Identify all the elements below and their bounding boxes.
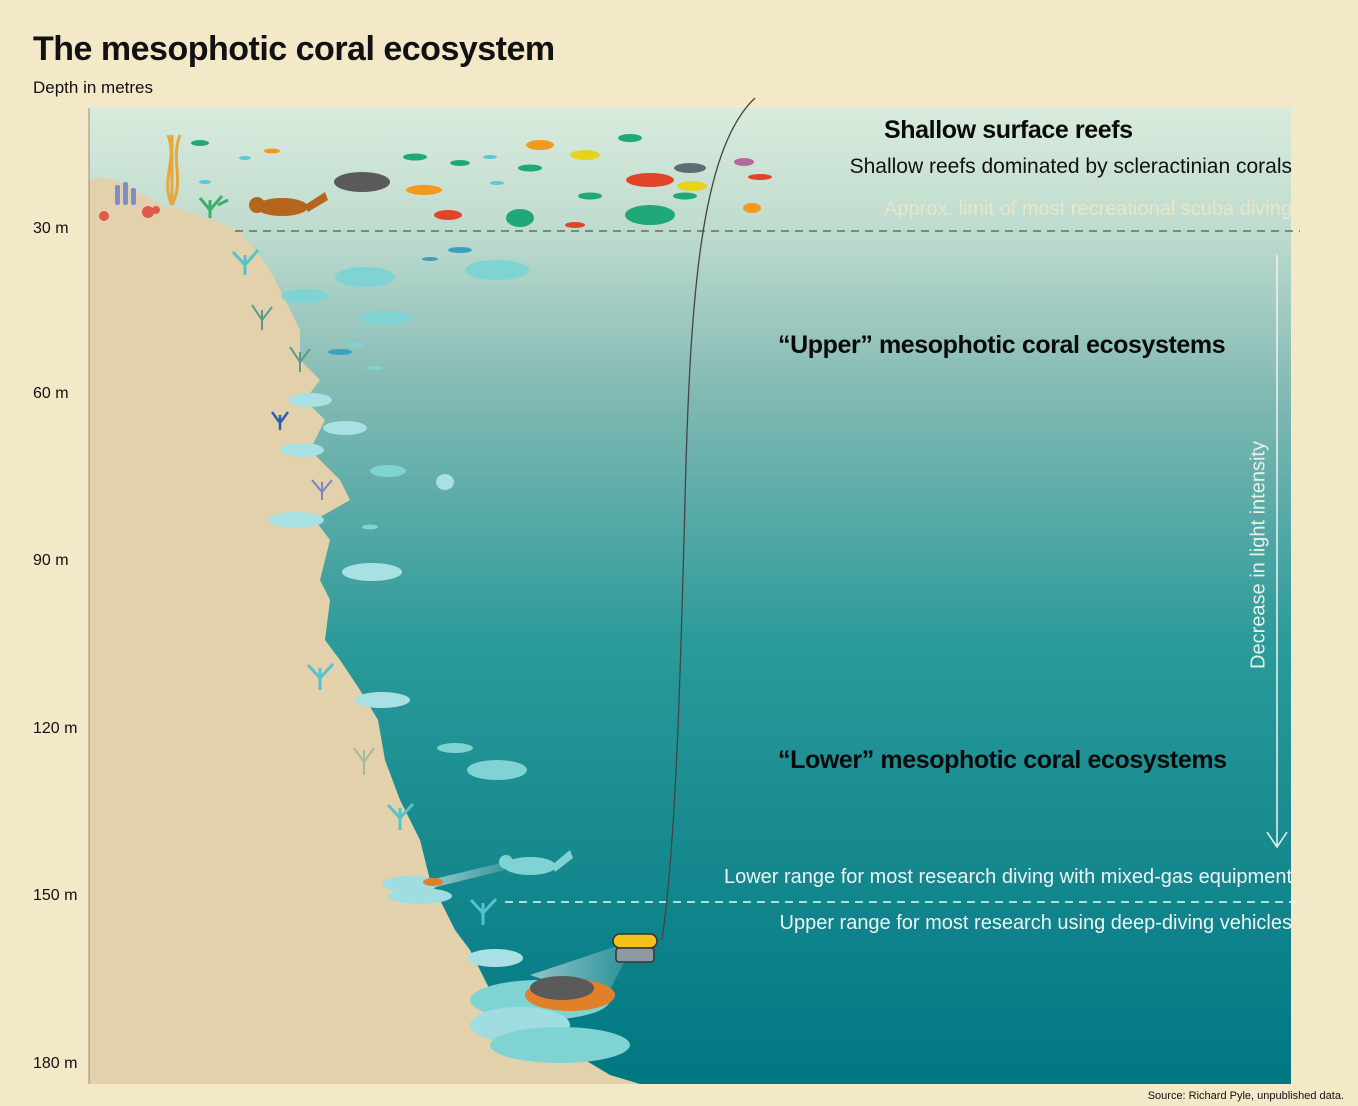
depth-tick-150: 150 m <box>33 887 78 904</box>
shallow-diver <box>249 192 328 216</box>
mixed-gas-limit-label: Lower range for most research diving wit… <box>723 866 1292 888</box>
deep-coral-mound <box>470 976 630 1063</box>
deep-plate-coral <box>382 876 452 904</box>
light-arrow-head <box>1266 831 1288 849</box>
scuba-limit-label: Approx. limit of most recreational scuba… <box>884 198 1292 220</box>
depth-tick-90: 90 m <box>33 552 69 569</box>
branching-corals <box>231 249 498 925</box>
mesophotic-corals <box>268 393 523 967</box>
vehicle-limit-label: Upper range for most research using deep… <box>779 912 1293 934</box>
page-title: The mesophotic coral ecosystem <box>33 30 555 68</box>
depth-tick-180: 180 m <box>33 1055 78 1072</box>
lower-mesophotic-label: “Lower” mesophotic coral ecosystems <box>778 746 1227 774</box>
deep-diver <box>430 850 573 888</box>
shallow-fish <box>191 134 772 228</box>
reef-wall <box>89 108 640 1084</box>
axis-subtitle: Depth in metres <box>33 78 153 97</box>
mid-fish <box>281 260 529 780</box>
shallow-corals <box>99 134 229 221</box>
depth-tick-30: 30 m <box>33 220 69 237</box>
shallow-reefs-desc: Shallow reefs dominated by scleractinian… <box>849 155 1292 178</box>
light-intensity-label: Decrease in light intensity <box>1247 441 1270 669</box>
rov-vehicle <box>612 933 658 963</box>
shallow-reefs-title: Shallow surface reefs <box>884 116 1133 144</box>
tether-cable <box>661 97 756 941</box>
source-credit: Source: Richard Pyle, unpublished data. <box>1147 1090 1344 1102</box>
depth-tick-120: 120 m <box>33 720 78 737</box>
upper-mesophotic-label: “Upper” mesophotic coral ecosystems <box>778 331 1226 359</box>
depth-tick-60: 60 m <box>33 385 69 402</box>
